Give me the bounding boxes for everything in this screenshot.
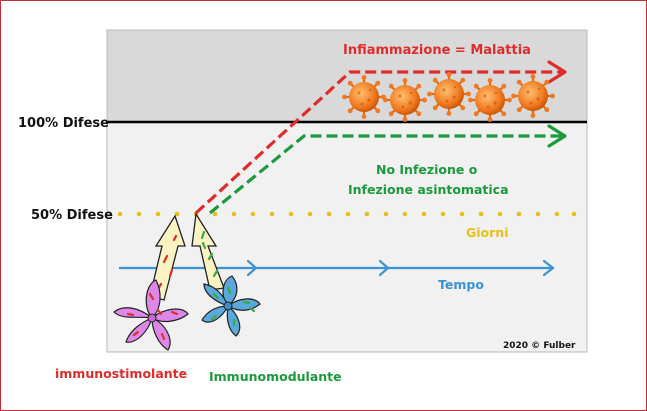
time-axis-ticks: [246, 259, 555, 277]
half-defense-label: 50% Difese: [31, 208, 113, 223]
protected-arrow-head: [547, 124, 567, 148]
asymptomatic-label: Infezione asintomatica: [348, 182, 509, 197]
disease-zone: [107, 30, 587, 122]
arrow-up-icon: [149, 212, 225, 301]
days-label: Giorni: [466, 225, 508, 240]
half-defense-dotted-line: [117, 211, 577, 217]
time-label: Tempo: [438, 277, 484, 292]
immunostimulant-label: immunostimolante: [55, 366, 187, 381]
disease-path: [194, 70, 562, 215]
disease-arrow-head: [547, 60, 567, 84]
flower-modulant-icon: [201, 275, 261, 337]
plot-border: [106, 29, 588, 353]
immunomodulant-label: Immunomodulante: [209, 369, 342, 384]
flower-stimulant-icon: [113, 279, 189, 351]
inflammation-label: Infiammazione = Malattia: [343, 43, 531, 58]
credit-label: 2020 © Fulber: [503, 341, 576, 351]
full-defense-label: 100% Difese: [18, 116, 109, 131]
protected-path: [208, 134, 562, 215]
no-infection-label: No Infezione o: [376, 162, 478, 177]
